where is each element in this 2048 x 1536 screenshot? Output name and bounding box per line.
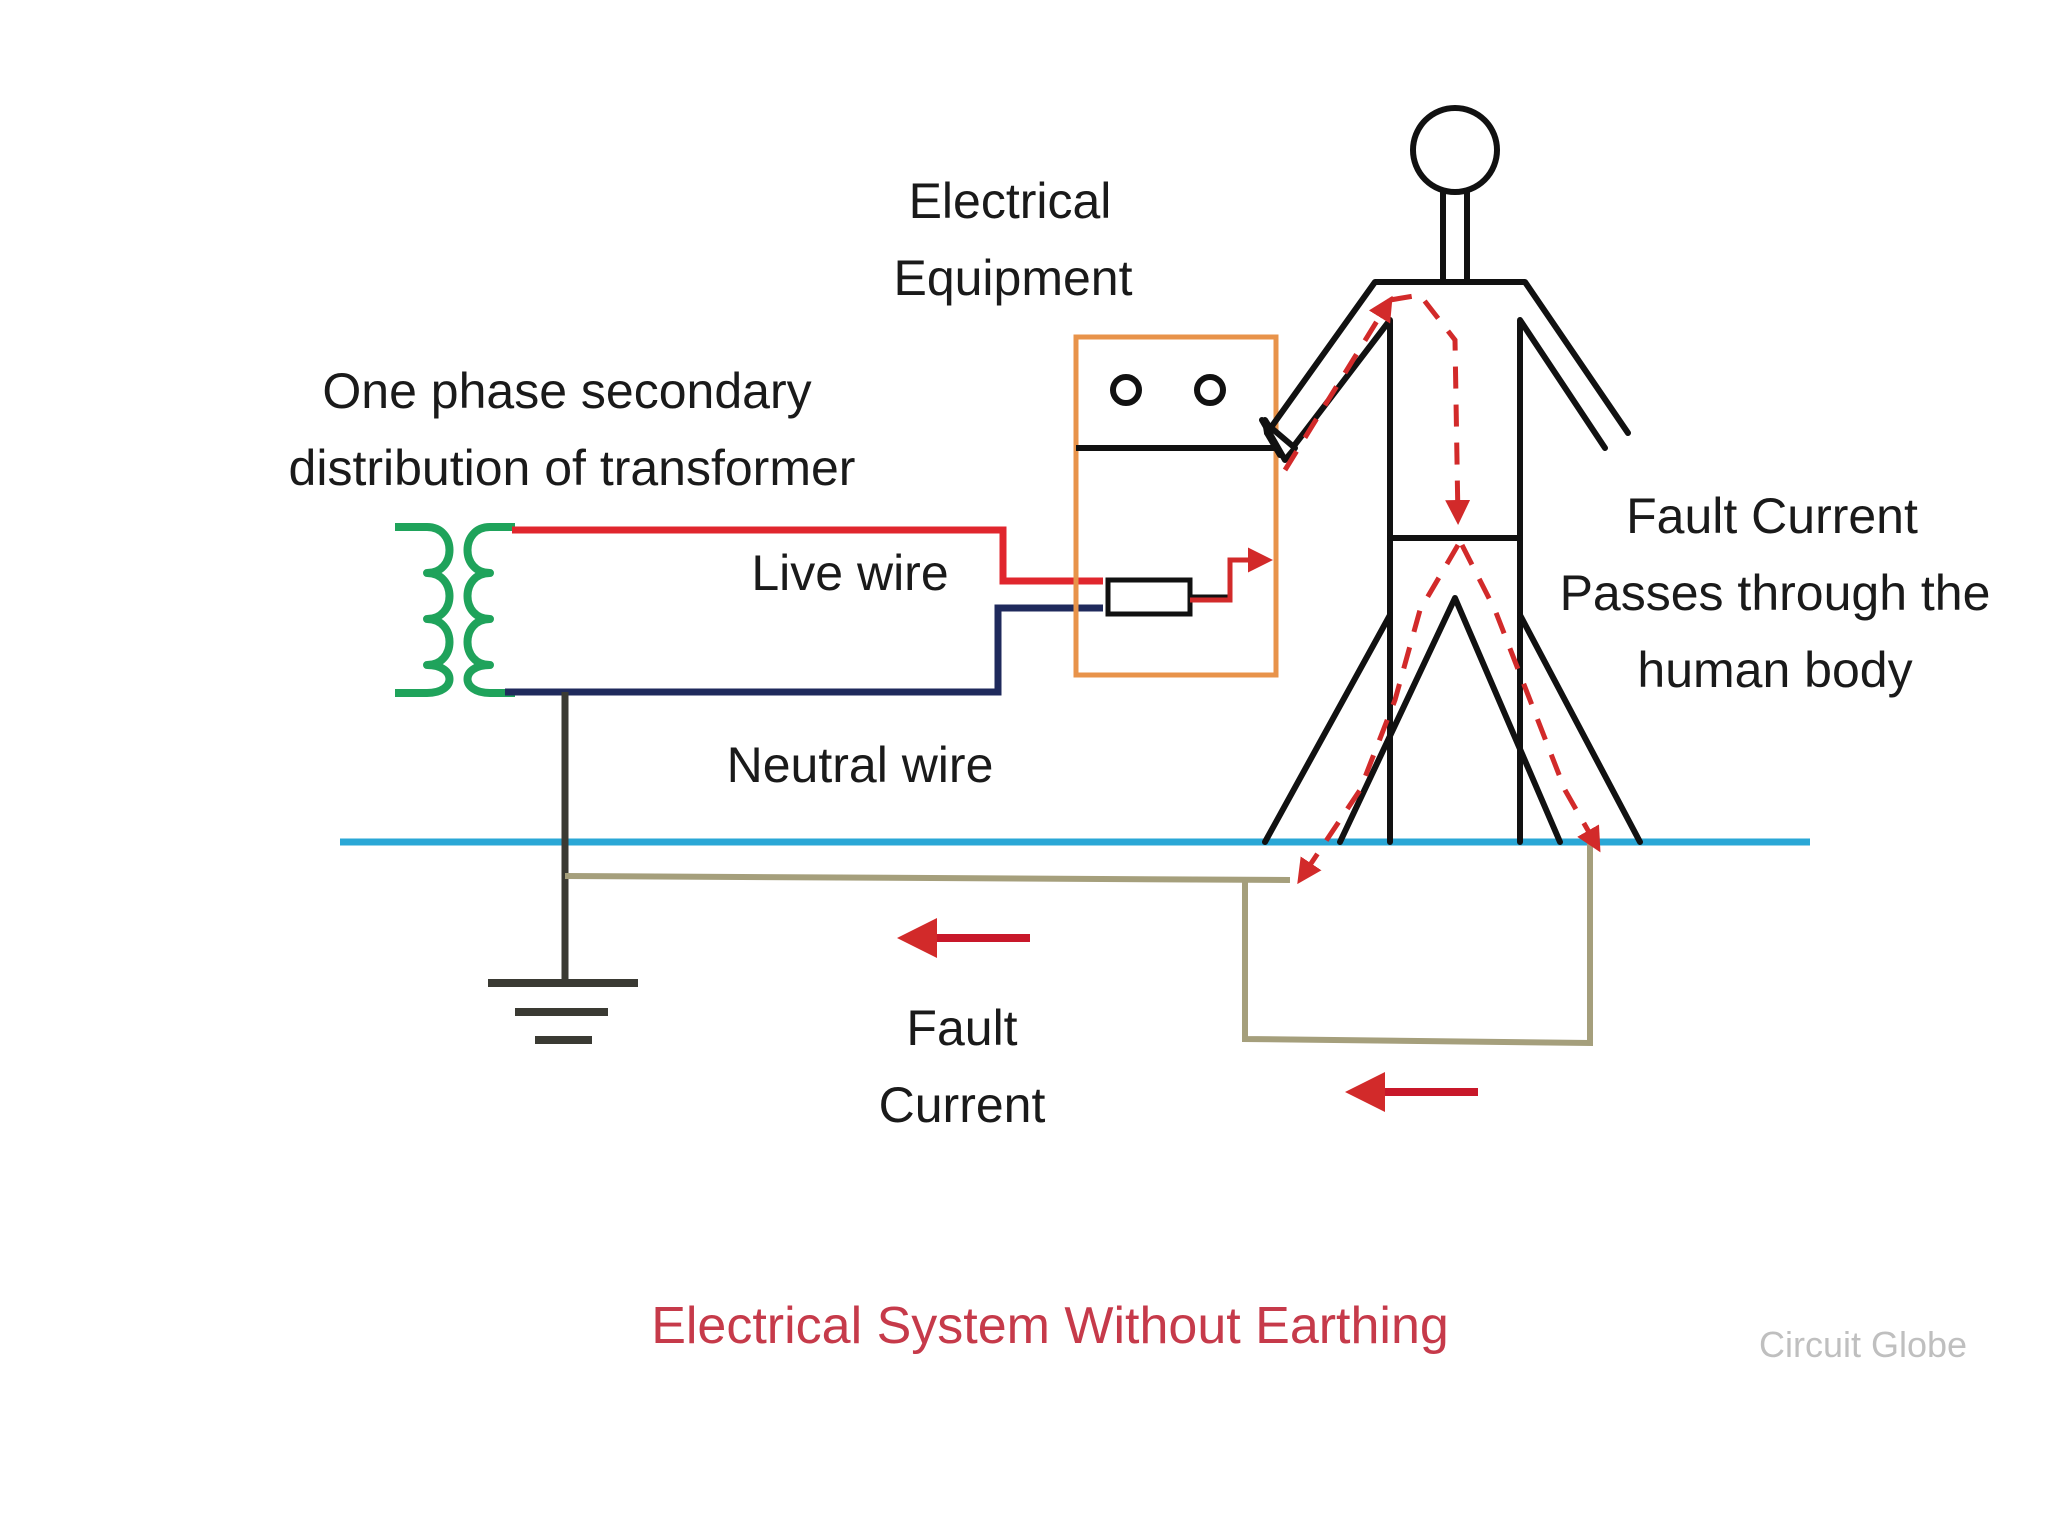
live-wire bbox=[512, 526, 1103, 585]
fault-current-label-line1: Fault bbox=[906, 1000, 1017, 1056]
fault-current-label-line2: Current bbox=[879, 1077, 1046, 1133]
body-label-line2: Passes through the bbox=[1560, 565, 1991, 621]
diagram-caption: Electrical System Without Earthing bbox=[651, 1297, 1449, 1355]
neutral-wire bbox=[505, 604, 1103, 696]
body-fault-current-path bbox=[1282, 292, 1601, 885]
equipment-label-line1: Electrical bbox=[909, 173, 1112, 229]
body-label-line3: human body bbox=[1637, 642, 1912, 698]
neutral-wire-label: Neutral wire bbox=[727, 737, 994, 793]
transformer-coil-icon bbox=[395, 523, 515, 697]
leak-arrow-icon bbox=[1190, 547, 1273, 603]
body-label-line1: Fault Current bbox=[1626, 488, 1918, 544]
socket-hole-icon bbox=[1110, 374, 1142, 406]
earth-return-path bbox=[564, 842, 1593, 1047]
earth-ground-icon bbox=[488, 979, 638, 1044]
transformer-label-line1: One phase secondary bbox=[322, 363, 811, 419]
watermark: Circuit Globe bbox=[1759, 1324, 1967, 1365]
electrical-equipment bbox=[1073, 334, 1279, 678]
transformer-label-line2: distribution of transformer bbox=[289, 440, 856, 496]
live-wire-label: Live wire bbox=[751, 545, 948, 601]
fuse-icon bbox=[1105, 577, 1193, 617]
equipment-label-line2: Equipment bbox=[893, 250, 1132, 306]
human-figure bbox=[1259, 105, 1643, 845]
socket-hole-icon bbox=[1194, 374, 1226, 406]
